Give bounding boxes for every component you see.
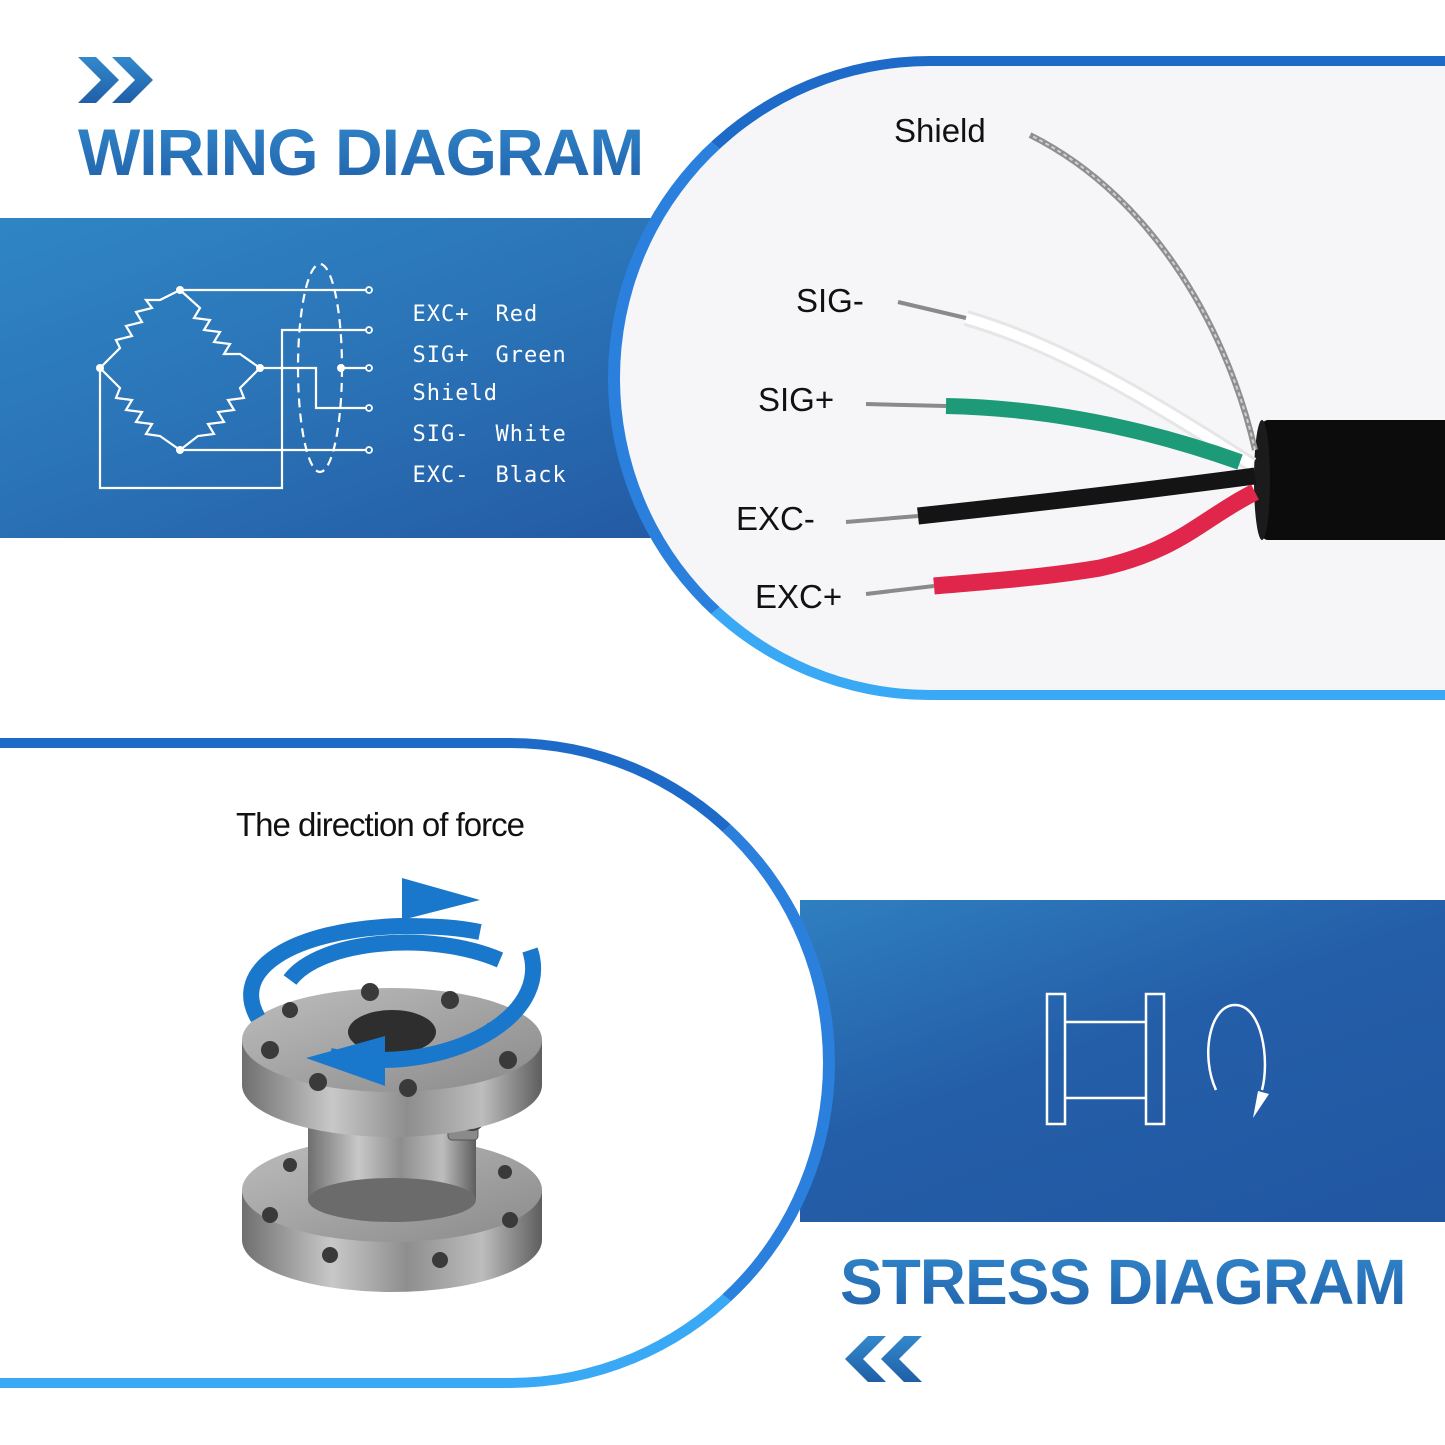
cable-label-exc-minus: EXC- — [736, 500, 815, 537]
schematic-label-sig-minus: SIG-White — [412, 422, 567, 447]
schematic-label-sig-plus: SIG+Green — [412, 343, 567, 368]
cable-label-exc-plus: EXC+ — [755, 578, 843, 615]
schematic-band — [0, 218, 700, 538]
wiring-diagram-title: WIRING DIAGRAM — [78, 112, 644, 192]
cable-illustration — [845, 132, 1445, 596]
torque-sensor-illustration — [242, 878, 542, 1292]
chevrons-left-icon — [845, 1336, 922, 1382]
cable-photo-frame — [608, 56, 1445, 700]
stress-band — [800, 900, 1445, 1222]
force-direction-caption: The direction of force — [236, 806, 525, 843]
schematic-label-exc-minus: EXC-Black — [412, 463, 567, 488]
schematic-label-shield: Shield — [412, 381, 498, 406]
chevrons-right-icon — [78, 57, 153, 103]
cable-label-sig-plus: SIG+ — [758, 381, 835, 418]
rotation-arrowhead-icon — [1253, 1091, 1269, 1118]
stress-diagram-title: STRESS DIAGRAM — [840, 1243, 1407, 1321]
schematic-label-exc-plus: EXC+Red — [412, 302, 539, 327]
wheatstone-bridge-schematic — [96, 262, 373, 490]
torque-shaft-icon — [1045, 992, 1269, 1126]
cable-label-sig-minus: SIG- — [796, 282, 864, 319]
cable-label-shield: Shield — [894, 112, 986, 149]
